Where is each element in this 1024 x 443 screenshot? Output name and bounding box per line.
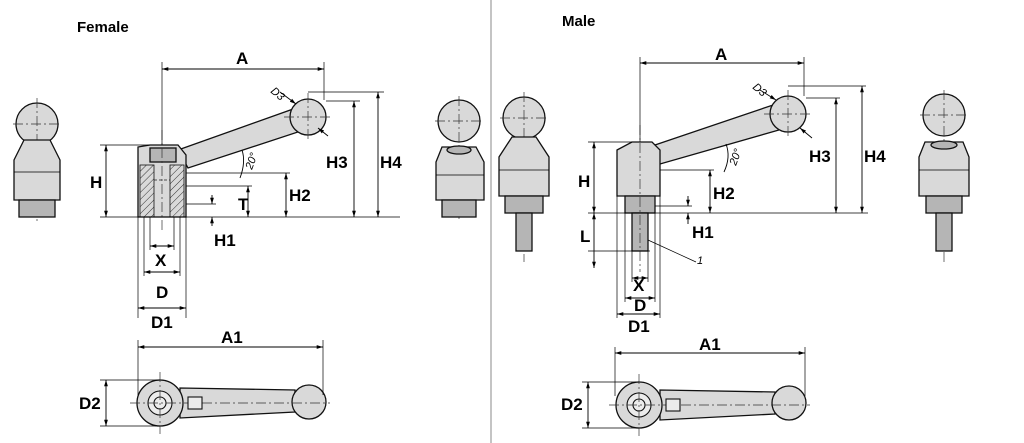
male-section: Male A D3 — [498, 13, 970, 436]
female-label-H: H — [90, 173, 102, 192]
female-front-view — [137, 93, 332, 232]
female-label-H3: H3 — [326, 153, 348, 172]
female-label-H1: H1 — [214, 231, 236, 250]
male-side-view-left — [498, 92, 550, 262]
male-title: Male — [562, 13, 595, 30]
female-top-view — [130, 372, 330, 434]
female-side-view-right — [435, 96, 485, 222]
male-label-D2: D2 — [561, 395, 583, 414]
female-label-H4: H4 — [380, 153, 402, 172]
male-label-D1: D1 — [628, 317, 650, 336]
male-top-view — [609, 374, 810, 436]
male-label-angle: 20° — [727, 147, 745, 168]
female-label-D3: D3 — [268, 85, 287, 104]
male-label-A: A — [715, 45, 727, 64]
female-section: Female A — [13, 19, 485, 434]
male-label-A1: A1 — [699, 335, 721, 354]
male-label-H4: H4 — [864, 147, 886, 166]
female-label-A1: A1 — [221, 328, 243, 347]
female-label-D: D — [156, 283, 168, 302]
female-label-D1: D1 — [151, 313, 173, 332]
female-label-T: T — [238, 195, 249, 214]
male-label-callout: 1 — [697, 255, 703, 267]
male-label-H2: H2 — [713, 184, 735, 203]
female-title: Female — [77, 19, 129, 36]
male-label-H1: H1 — [692, 223, 714, 242]
male-side-view-right — [918, 90, 970, 262]
male-label-D: D — [634, 296, 646, 315]
male-label-H3: H3 — [809, 147, 831, 166]
female-label-H2: H2 — [289, 186, 311, 205]
male-front-view — [616, 90, 812, 272]
male-label-D3: D3 — [750, 81, 769, 100]
male-label-H: H — [578, 172, 590, 191]
female-side-view-left — [13, 98, 61, 222]
male-label-X: X — [633, 276, 645, 295]
female-label-angle: 20° — [243, 151, 261, 172]
male-label-L: L — [580, 227, 590, 246]
female-label-D2: D2 — [79, 394, 101, 413]
female-label-X: X — [155, 251, 167, 270]
female-label-A: A — [236, 49, 248, 68]
